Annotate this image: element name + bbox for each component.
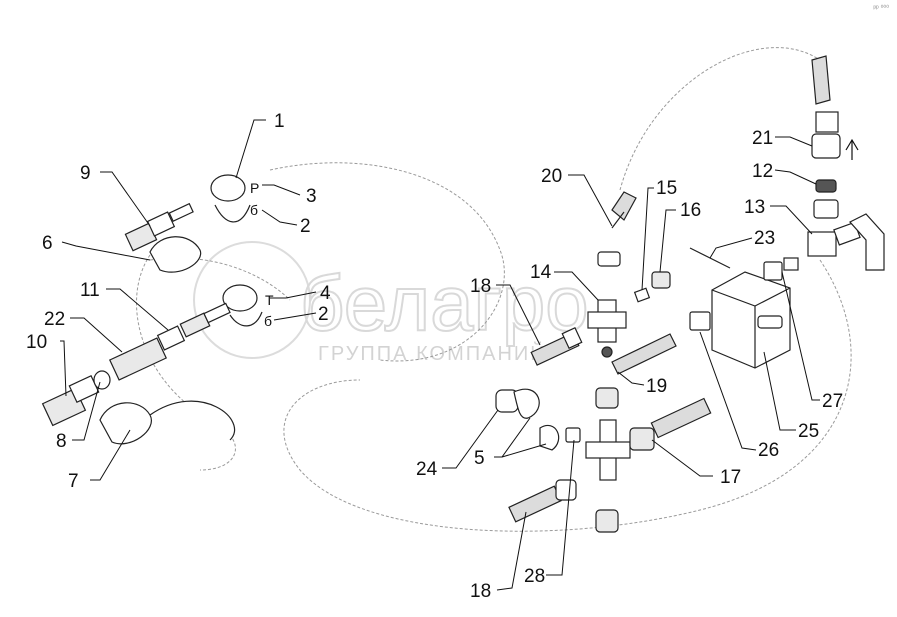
hose-20: [597, 191, 637, 267]
nut-16: [651, 271, 671, 289]
gasket-26: [689, 311, 711, 331]
label-15: 15: [656, 178, 677, 199]
label-17: 17: [720, 467, 741, 488]
cross-fitting-lower: [585, 419, 631, 533]
hose-17: [629, 397, 712, 451]
label-1: 1: [274, 111, 285, 132]
label-11: 11: [80, 280, 100, 301]
label-2-lower: 2: [318, 304, 329, 325]
label-27: 27: [822, 391, 843, 412]
label-12: 12: [752, 161, 773, 182]
port-markings: P б T б: [250, 180, 274, 329]
pipe-22: [108, 337, 168, 381]
label-4: 4: [320, 283, 331, 304]
label-28: 28: [524, 566, 545, 587]
pump-25: [711, 271, 791, 369]
label-5: 5: [474, 448, 485, 469]
label-24: 24: [416, 459, 438, 480]
label-22: 22: [44, 309, 65, 330]
watermark-brand: белагро: [300, 259, 589, 347]
label-6: 6: [42, 233, 53, 254]
corner-mark: ᵖᵖ ⁰⁰⁰: [873, 5, 889, 12]
label-23: 23: [754, 228, 775, 249]
label-13: 13: [744, 197, 765, 218]
coupling-21: [811, 111, 841, 159]
dust-cap-6: [149, 236, 202, 273]
cap-1-ring: [210, 174, 251, 223]
adapter-11: [156, 302, 231, 351]
nut-top-lower: [595, 387, 619, 409]
hose-routing-lines: [136, 47, 852, 532]
o-ring-8: [93, 370, 111, 390]
nut-12: [813, 179, 839, 219]
watermark-subtitle: ГРУППА КОМПАНИЙ: [318, 341, 547, 365]
hose-19: [611, 333, 677, 375]
label-19: 19: [646, 376, 667, 397]
fitting-15: [633, 287, 651, 303]
flow-arrow: [845, 138, 859, 160]
watermark: белагро ГРУППА КОМПАНИЙ: [193, 241, 590, 365]
callout-labels: 1 3 2 9 6 4 2 11 22 10 8 7 20 15 16 14 1…: [26, 111, 843, 602]
tee-14: [587, 299, 627, 358]
tee-13: [807, 221, 861, 257]
label-8: 8: [56, 431, 67, 452]
coupling-10: [41, 374, 100, 427]
label-18-lower: 18: [470, 581, 491, 602]
watermark-logo-ring: [193, 241, 311, 359]
label-10: 10: [26, 332, 47, 353]
label-18: 18: [470, 276, 491, 297]
label-16: 16: [680, 200, 701, 221]
top-hose: [811, 55, 831, 105]
dust-cap-7: [99, 400, 236, 445]
coupling-9: [124, 202, 194, 252]
label-2: 2: [300, 216, 311, 237]
clamp-5: [513, 388, 560, 451]
port-p-label: P: [250, 180, 259, 196]
hose-18-bottom: [508, 479, 577, 523]
bolt-28: [565, 427, 581, 443]
label-7: 7: [68, 471, 79, 492]
flange-27: [763, 257, 799, 281]
cap-4-ring: [222, 284, 263, 327]
label-14: 14: [530, 262, 552, 283]
port-t-label: T: [265, 292, 274, 308]
port-b-lower-label: б: [264, 313, 272, 329]
label-20: 20: [541, 166, 562, 187]
label-25: 25: [798, 421, 819, 442]
leader-lines: [60, 119, 820, 591]
elbow-hose-right: [849, 213, 885, 271]
hose-18-top: [530, 326, 583, 366]
label-3: 3: [306, 186, 317, 207]
label-21: 21: [752, 128, 773, 149]
label-9: 9: [80, 163, 91, 184]
port-b-label: б: [250, 202, 258, 218]
label-26: 26: [758, 440, 779, 461]
